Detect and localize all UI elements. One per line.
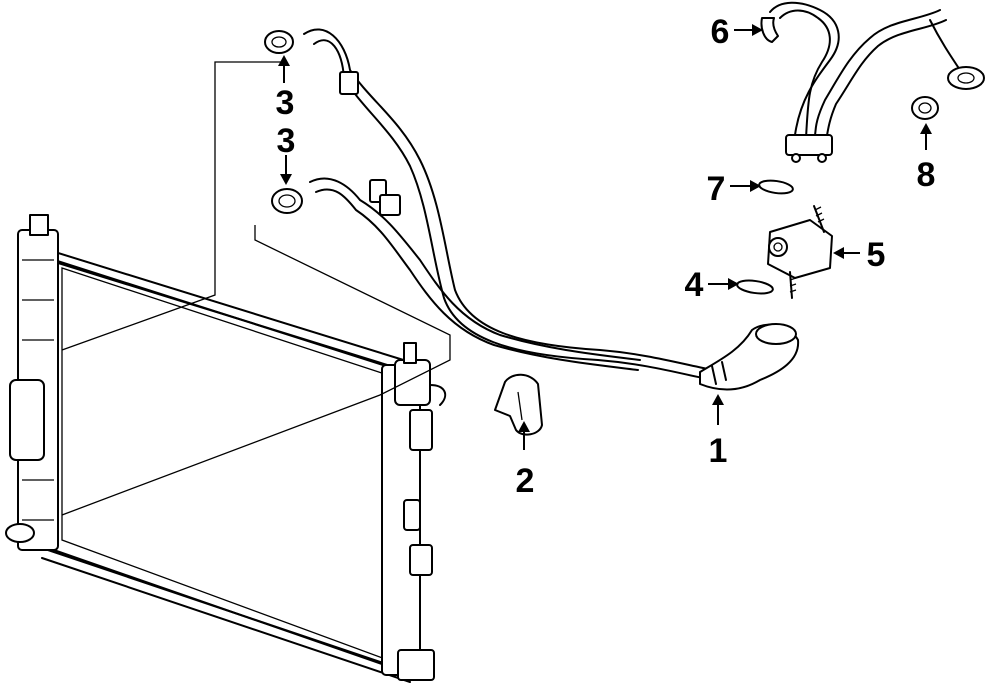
grommet-upper [264,30,294,54]
callout-2: 2 [516,462,535,500]
callout-4: 4 [685,266,704,304]
callout-8: 8 [917,156,936,194]
bracket [494,373,543,436]
valve-block [767,205,833,299]
callout-1: 1 [709,432,728,470]
leaders [278,24,932,450]
callout-3-lower: 3 [277,122,296,160]
radiator [5,61,451,683]
grommet-lower [271,188,303,214]
upper-hose-assembly [760,1,985,163]
callout-6: 6 [711,13,730,51]
o-ring-7 [758,179,794,195]
callout-3-upper: 3 [276,84,295,122]
cooler-lines [303,28,800,391]
o-ring-4 [736,279,774,295]
callout-5: 5 [867,236,886,274]
callout-7: 7 [707,170,726,208]
